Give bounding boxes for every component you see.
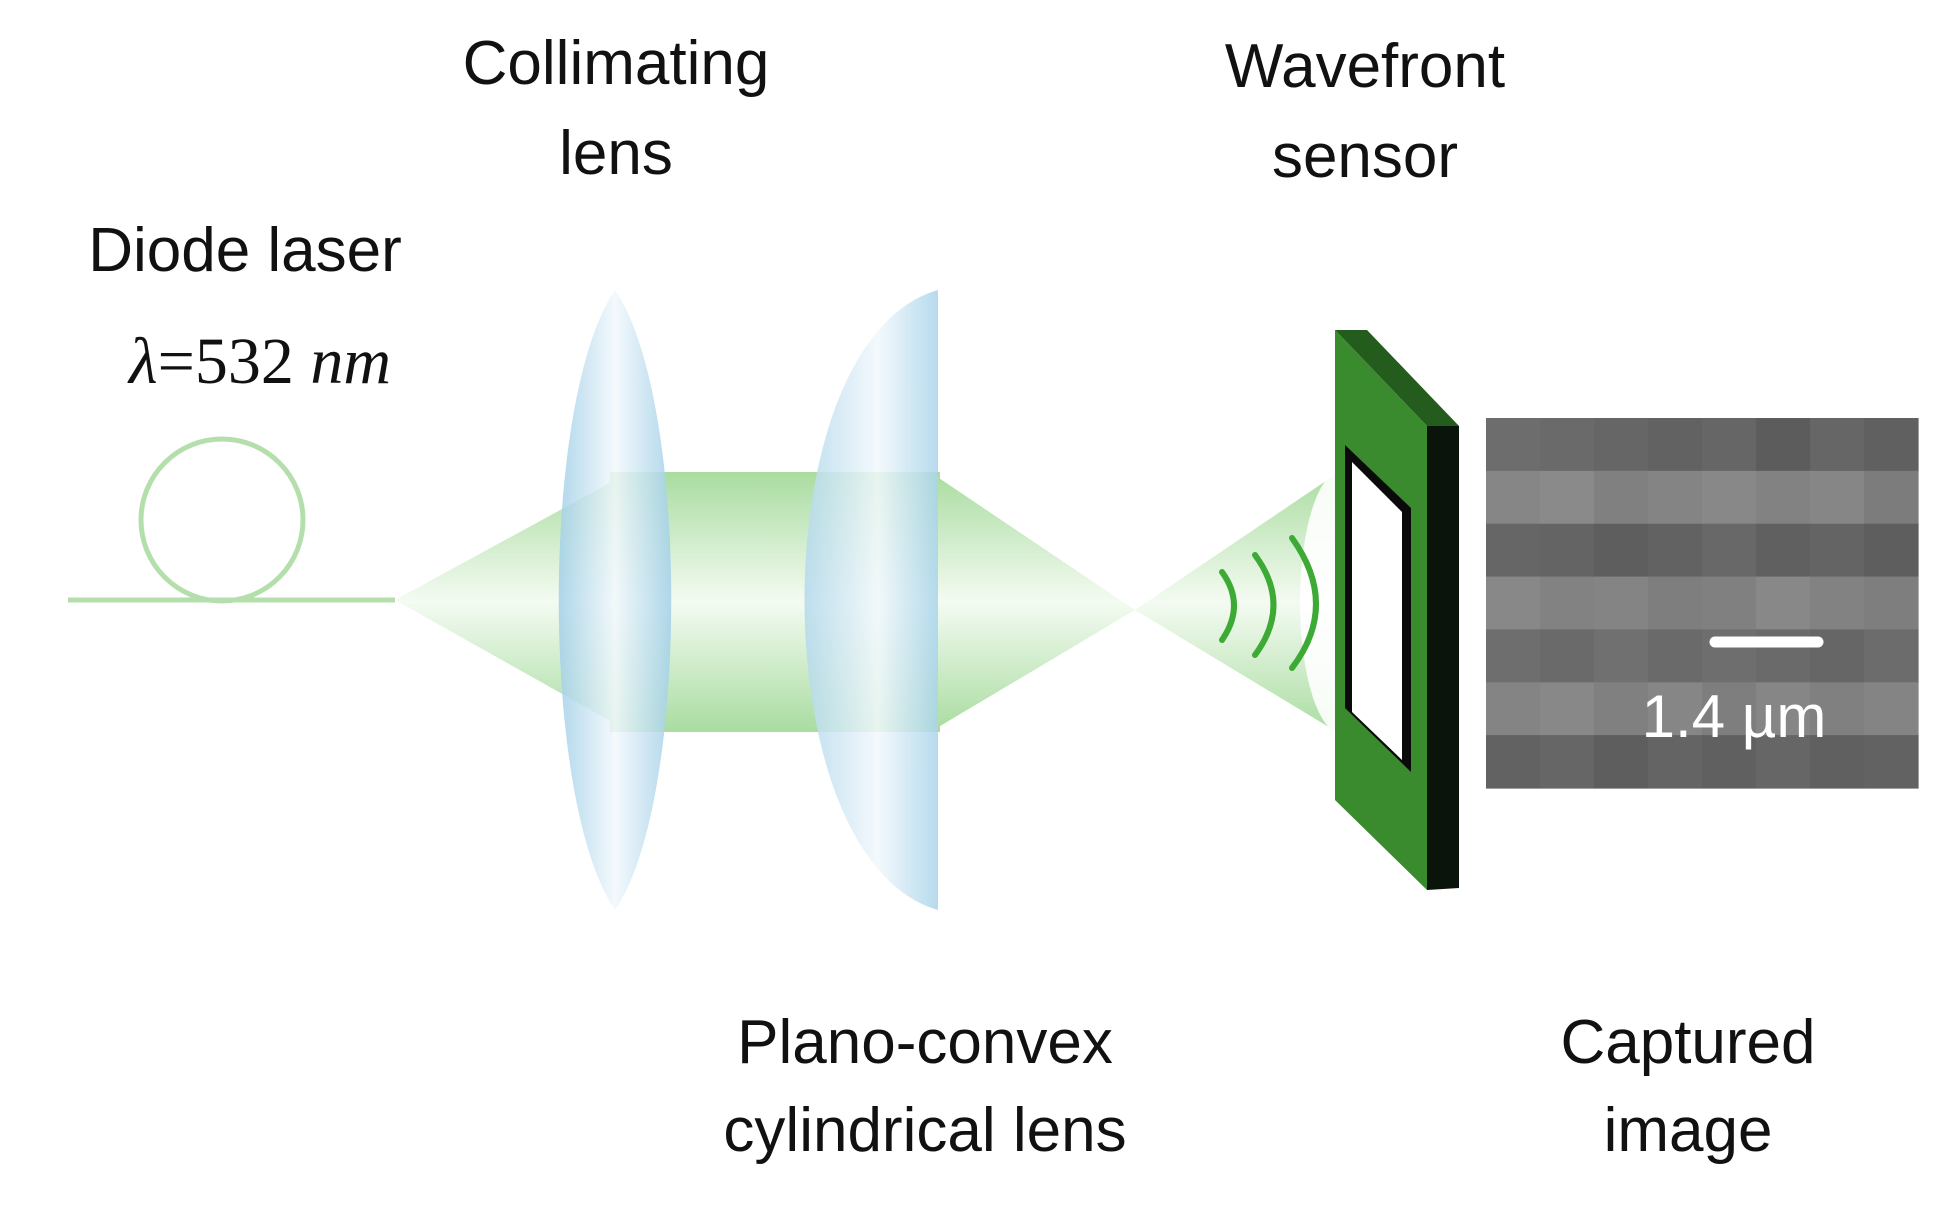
image-pixel [1810,523,1865,578]
image-pixel [1594,470,1649,525]
image-pixel [1648,735,1703,789]
scale-bar-label: 1.4 µm [1642,683,1827,750]
captured-image: 1.4 µm [1486,418,1919,789]
label-collimating-lens-line1: Collimating [463,29,770,98]
image-pixel [1648,629,1703,683]
image-pixel [1756,682,1811,736]
image-pixel [1756,470,1811,525]
label-wavefront-sensor-line1: Wavefront [1225,32,1505,101]
label-collimating-lens-line2: lens [559,119,673,188]
fiber-coil [68,436,395,604]
image-pixel [1864,629,1919,683]
image-pixel [1702,523,1757,578]
image-pixel [1756,576,1811,631]
wavefront-sensor [1335,330,1459,890]
image-pixel [1486,735,1541,789]
image-pixel [1864,523,1919,578]
image-pixel [1594,418,1649,472]
image-pixel [1594,682,1649,736]
image-pixel [1540,576,1595,631]
image-pixel [1594,735,1649,789]
image-pixel [1594,576,1649,631]
wave-arc-1 [1219,569,1237,643]
image-pixel [1702,682,1757,736]
image-pixel [1702,576,1757,631]
image-pixel [1756,523,1811,578]
label-captured-image-line1: Captured [1560,1008,1815,1077]
image-pixel [1648,523,1703,578]
image-pixel [1810,576,1865,631]
label-diode-laser: Diode laser [88,216,402,285]
image-pixel [1486,523,1541,578]
sensor-chip-window [1352,462,1402,760]
image-pixel [1540,682,1595,736]
plano-convex-lens [804,290,938,910]
label-wavefront-sensor-line2: sensor [1272,122,1458,191]
wave-arc-3 [1289,535,1319,671]
image-pixel [1648,682,1703,736]
image-pixel [1594,523,1649,578]
image-pixel [1486,418,1541,472]
image-pixel [1486,682,1541,736]
image-pixel [1864,470,1919,525]
image-pixel [1486,576,1541,631]
image-pixel [1756,418,1811,472]
image-pixel [1702,418,1757,472]
label-plano-convex-line1: Plano-convex [737,1008,1113,1077]
image-pixel [1702,470,1757,525]
image-pixel [1594,629,1649,683]
image-pixel [1648,470,1703,525]
wavelength-value: =532 [158,325,311,398]
wavelength-symbol: λ [127,325,158,398]
image-pixel [1486,629,1541,683]
wavelength-unit: nm [310,325,391,398]
label-plano-convex-line2: cylindrical lens [723,1096,1126,1165]
image-pixel [1810,682,1865,736]
sensor-side-face [1427,426,1459,890]
image-pixel [1756,735,1811,789]
image-pixel [1540,523,1595,578]
wave-arc-2 [1252,552,1277,658]
image-pixel [1540,418,1595,472]
image-pixel [1864,418,1919,472]
image-pixel [1540,735,1595,789]
image-pixel [1810,418,1865,472]
sensor-top-face [1335,330,1459,426]
image-pixel [1648,576,1703,631]
wavefront-arcs [1219,535,1319,671]
label-wavelength: λ=532 nm [127,325,391,398]
image-pixel [1648,418,1703,472]
image-pixel [1486,470,1541,525]
collimating-lens [558,290,672,910]
label-captured-image-line2: image [1604,1096,1773,1165]
image-pixel [1864,735,1919,789]
image-pixel [1864,576,1919,631]
image-pixel [1540,470,1595,525]
image-pixel [1810,735,1865,789]
image-pixel [1540,629,1595,683]
image-pixel [1864,682,1919,736]
fiber-loop [138,436,306,604]
image-pixel [1810,470,1865,525]
converging-beam [930,472,1135,732]
image-pixel [1702,735,1757,789]
